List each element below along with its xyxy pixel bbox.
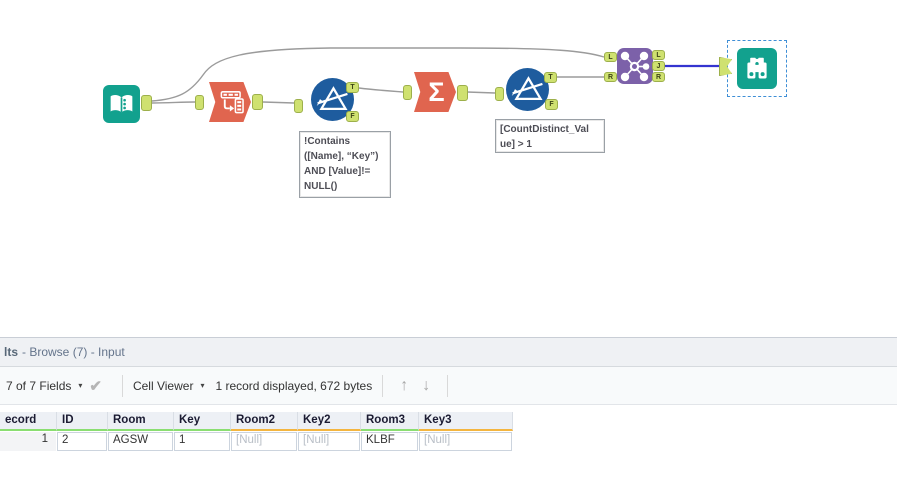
record-count-status: 1 record displayed, 672 bytes (215, 378, 373, 393)
filter-funnel-icon (511, 75, 543, 100)
results-toolbar: 7 of 7 Fields ▾ ✔ Cell Viewer ▾ 1 record… (0, 367, 897, 405)
filter1-true-anchor[interactable]: T (346, 82, 359, 93)
summarize-tool[interactable]: Σ (414, 72, 456, 112)
transpose-icon (220, 91, 244, 114)
filter2-true-anchor[interactable]: T (544, 72, 557, 83)
summarize-sigma-icon: Σ (428, 76, 445, 107)
column-header-room3[interactable]: Room3 (361, 412, 419, 431)
cell-room[interactable]: AGSW (108, 432, 173, 451)
grid-header-row: ecord ID Room Key Room2 Key2 Room3 Key3 (0, 412, 513, 431)
join-tool[interactable] (617, 48, 653, 84)
filter-funnel-icon (316, 85, 348, 110)
filter1-false-anchor[interactable]: F (346, 111, 359, 122)
cell-key2[interactable]: [Null] (298, 432, 360, 451)
connection-input-to-transpose[interactable] (151, 101, 196, 104)
results-breadcrumb: - Browse (7) - Input (22, 345, 125, 359)
apply-checkmark-icon[interactable]: ✔ (89, 377, 102, 395)
filter2-input-anchor[interactable] (495, 87, 504, 101)
transpose-tool[interactable] (209, 82, 251, 122)
cell-viewer-caret-icon[interactable]: ▾ (200, 381, 205, 390)
grid-data-row: 1 2 AGSW 1 [Null] [Null] KLBF [Null] (0, 431, 513, 451)
input-data-book-icon (110, 94, 133, 112)
join-join-output-anchor[interactable]: J (652, 61, 665, 71)
connection-summarize-to-filter2[interactable] (466, 91, 496, 94)
cell-key3[interactable]: [Null] (419, 432, 512, 451)
connection-filter1-to-summarize[interactable] (358, 87, 404, 93)
column-header-room2[interactable]: Room2 (231, 412, 298, 431)
connection-transpose-to-filter1[interactable] (262, 101, 295, 104)
cell-room2[interactable]: [Null] (231, 432, 297, 451)
filter2-false-anchor[interactable]: F (545, 99, 558, 110)
scroll-down-button[interactable]: ↓ (422, 376, 431, 394)
connection-layer (151, 47, 719, 104)
filter2-annotation[interactable]: [CountDistinct_Val ue] > 1 (495, 119, 605, 153)
summarize-input-anchor[interactable] (403, 85, 412, 100)
results-panel: lts - Browse (7) - Input 7 of 7 Fields ▾… (0, 337, 897, 483)
scroll-up-button[interactable]: ↑ (400, 376, 409, 394)
join-left-output-anchor[interactable]: L (652, 50, 665, 60)
results-title-bold: lts (4, 345, 19, 359)
fields-dropdown[interactable]: 7 of 7 Fields (6, 378, 72, 393)
filter2-tool[interactable] (506, 68, 549, 111)
input-data-tool[interactable] (103, 85, 140, 123)
record-number-cell[interactable]: 1 (0, 432, 56, 451)
data-grid: ecord ID Room Key Room2 Key2 Room3 Key3 … (0, 412, 513, 451)
fields-caret-icon[interactable]: ▾ (78, 381, 83, 390)
input-output-anchor[interactable] (141, 95, 152, 111)
transpose-output-anchor[interactable] (252, 94, 263, 110)
cell-id[interactable]: 2 (57, 432, 107, 451)
column-header-record[interactable]: ecord (0, 412, 57, 431)
join-left-input-anchor[interactable]: L (604, 52, 617, 62)
filter1-annotation[interactable]: !Contains ([Name], “Key”) AND [Value]!= … (299, 131, 391, 198)
browse-tool[interactable] (737, 48, 777, 89)
toolbar-divider (382, 374, 384, 397)
toolbar-divider (121, 374, 123, 397)
results-panel-header: lts - Browse (7) - Input (0, 337, 897, 367)
transpose-input-anchor[interactable] (195, 95, 204, 110)
join-right-output-anchor[interactable]: R (652, 72, 665, 82)
toolbar-divider (447, 374, 449, 397)
cell-viewer-dropdown[interactable]: Cell Viewer (132, 378, 194, 393)
join-right-input-anchor[interactable]: R (604, 72, 617, 82)
workflow-canvas[interactable]: T F !Contains ([Name], “Key”) AND [Value… (0, 0, 897, 337)
filter1-input-anchor[interactable] (294, 99, 303, 113)
column-header-id[interactable]: ID (57, 412, 108, 431)
column-header-key2[interactable]: Key2 (298, 412, 361, 431)
column-header-key3[interactable]: Key3 (419, 412, 513, 431)
cell-key[interactable]: 1 (174, 432, 230, 451)
column-header-room[interactable]: Room (108, 412, 174, 431)
summarize-output-anchor[interactable] (457, 85, 468, 101)
cell-room3[interactable]: KLBF (361, 432, 418, 451)
column-header-key[interactable]: Key (174, 412, 231, 431)
connection-input-to-join-l[interactable] (151, 47, 605, 102)
join-network-icon (620, 51, 650, 82)
browse-binoculars-icon (747, 57, 767, 79)
